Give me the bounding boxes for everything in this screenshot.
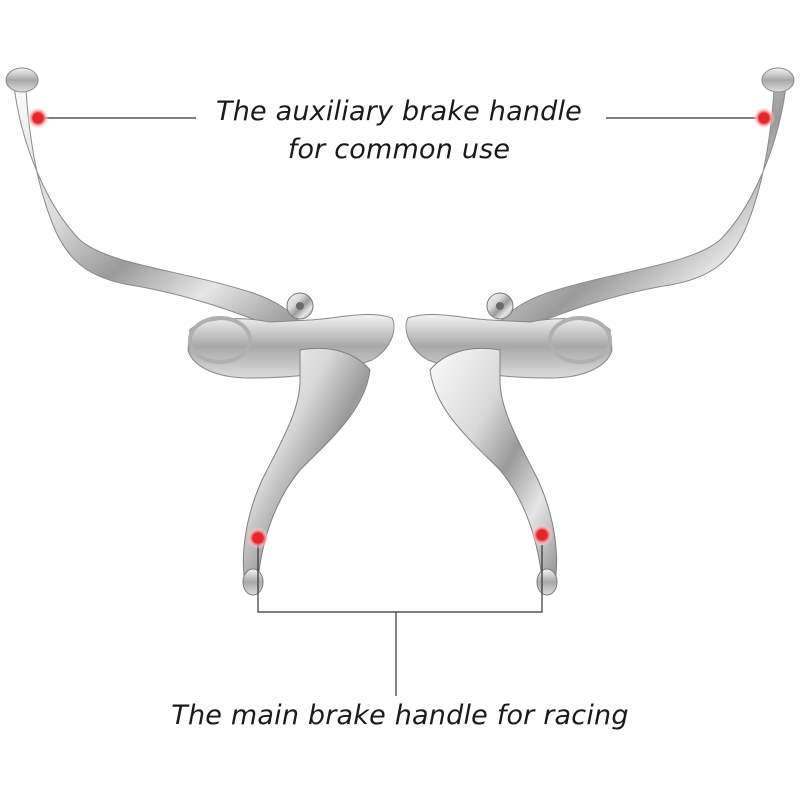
marker-dot-top-right — [753, 107, 775, 129]
auxiliary-caption-line2: for common use — [287, 134, 511, 165]
leader-lines — [44, 117, 756, 696]
left-main-lever — [242, 347, 371, 596]
right-main-lever — [429, 347, 558, 596]
marker-dot-bottom-left — [247, 527, 269, 549]
leader-bracket-bottom — [257, 545, 543, 613]
auxiliary-caption-line1: The auxiliary brake handle — [216, 96, 582, 127]
marker-dot-bottom-right — [531, 524, 553, 546]
marker-dot-top-left — [27, 107, 49, 129]
main-caption: The main brake handle for racing — [171, 700, 629, 731]
markers — [27, 107, 775, 549]
